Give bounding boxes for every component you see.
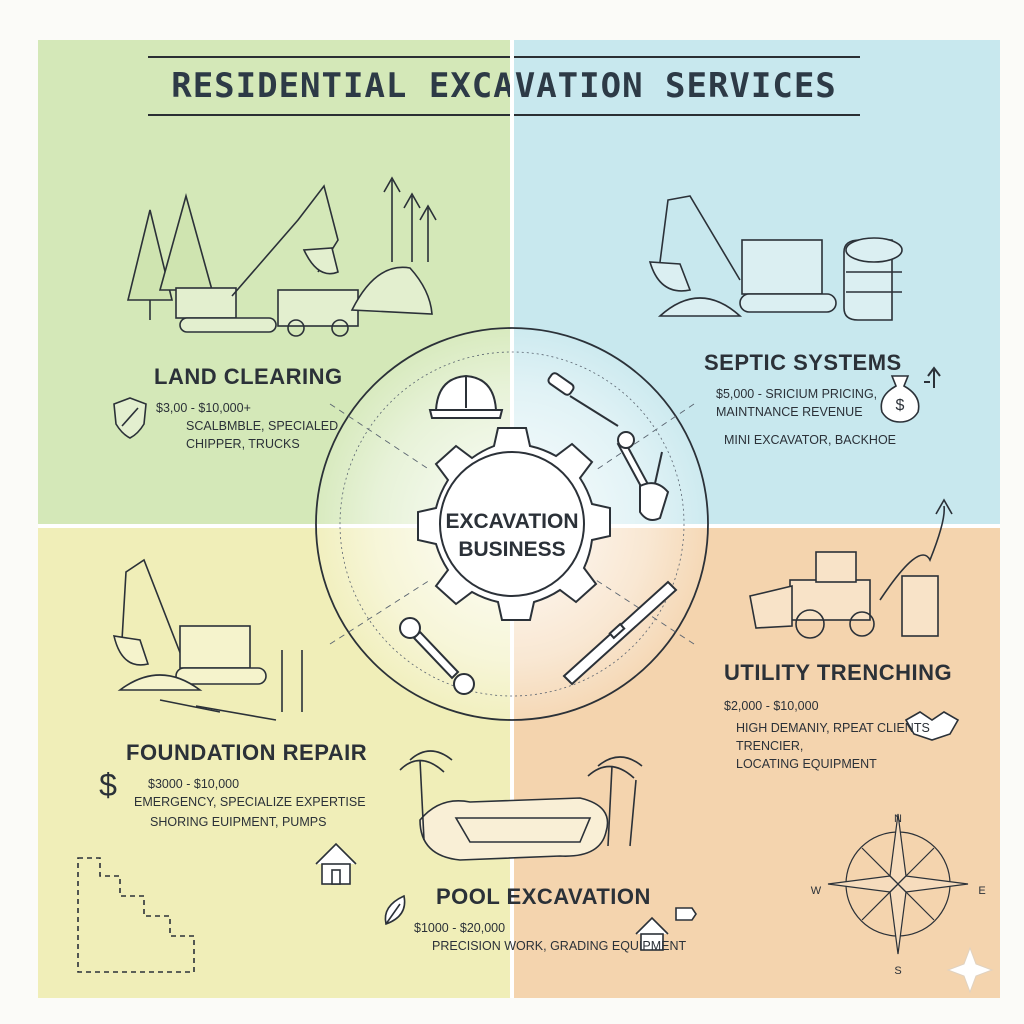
land-clearing-illustration (126, 176, 437, 337)
pool-excavation-price: $1000 - $20,000 (414, 921, 506, 935)
utility-trenching-detail: HIGH DEMANIY, RPEAT CLIENTS (736, 721, 930, 735)
gear-icon (417, 427, 611, 621)
wrench-icon (399, 617, 475, 695)
wrench-icon (616, 431, 652, 494)
land-clearing-price: $3,00 - $10,000+ (156, 401, 251, 415)
pool-excavation-detail: PRECISION WORK, GRADING EQUIPMENT (432, 939, 687, 953)
shield-icon (113, 397, 147, 439)
land-clearing-detail: SCALBMBLE, SPECIALED (186, 419, 339, 433)
septic-systems-title: SEPTIC SYSTEMS (704, 350, 902, 375)
foundation-repair-detail: EMERGENCY, SPECIALIZE EXPERTISE (134, 795, 366, 809)
center-label: EXCAVATION BUSINESS (442, 508, 582, 564)
pool-illustration (399, 750, 643, 861)
utility-trenching-price: $2,000 - $10,000 (724, 699, 819, 713)
utility-trenching-illustration (749, 498, 953, 639)
handshake-icon (904, 711, 960, 741)
septic-systems-price: $5,000 - SRICIUM PRICING, (716, 387, 878, 401)
tag-icon (675, 907, 697, 921)
septic-systems-detail: MAINTNANCE REVENUE (716, 405, 863, 419)
center-line-2: BUSINESS (458, 538, 566, 561)
title-banner: RESIDENTIAL EXCAVATION SERVICES (148, 56, 860, 116)
svg-text:$: $ (896, 397, 905, 414)
house-icon (315, 842, 357, 885)
land-clearing-equipment: CHIPPER, TRUCKS (186, 437, 300, 451)
hard-hat-icon (428, 374, 504, 419)
compass-n: N (894, 813, 902, 825)
level-tool-icon (562, 580, 678, 686)
hub-inner-ring (339, 351, 685, 697)
pool-excavation-title: POOL EXCAVATION (436, 884, 651, 909)
foundation-repair-price: $3000 - $10,000 (148, 777, 240, 791)
money-bag-icon: $ (880, 375, 920, 423)
foundation-repair-equipment: SHORING EUIPMENT, PUMPS (150, 815, 327, 829)
arrow-up-icon (924, 366, 941, 388)
compass-w: W (811, 885, 822, 897)
foundation-illustration (77, 558, 303, 973)
utility-trenching-title: UTILITY TRENCHING (724, 660, 953, 685)
land-clearing-title: LAND CLEARING (154, 364, 343, 389)
center-line-1: EXCAVATION (445, 510, 579, 533)
utility-trenching-equipment: TRENCIER, (736, 739, 804, 753)
compass-rose-icon (827, 813, 969, 955)
leaf-icon (384, 894, 406, 926)
house-icon (635, 916, 669, 951)
septic-illustration (648, 195, 903, 321)
compass-s: S (894, 965, 901, 977)
shovel-icon (639, 451, 670, 521)
dollar-icon: $ (99, 767, 117, 803)
utility-trenching-equipment-2: LOCATING EQUIPMENT (736, 757, 877, 771)
foundation-repair-title: FOUNDATION REPAIR (126, 740, 368, 765)
screwdriver-icon (547, 372, 619, 427)
septic-systems-equipment: MINI EXCAVATOR, BACKHOE (724, 433, 897, 447)
sparkle-icon (946, 946, 994, 994)
compass-e: E (978, 885, 985, 897)
page-title: RESIDENTIAL EXCAVATION SERVICES (171, 66, 837, 106)
